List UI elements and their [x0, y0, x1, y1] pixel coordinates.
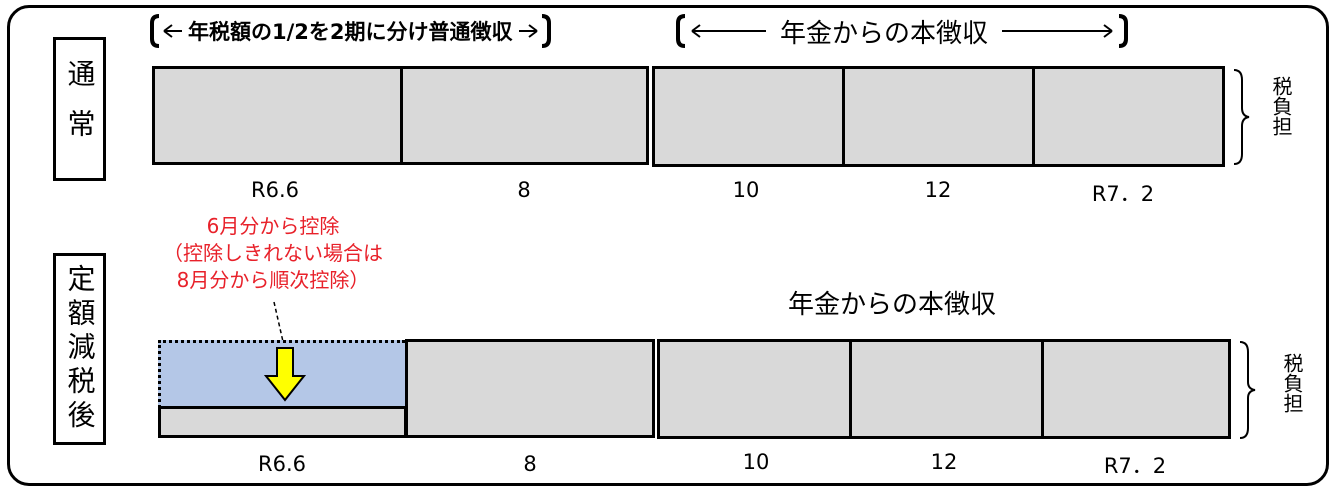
month-label: 8 — [523, 452, 537, 476]
left-bracket-icon — [676, 14, 686, 48]
month-label: 10 — [742, 450, 770, 474]
left-arrow-icon — [163, 24, 182, 38]
period-box-8 — [405, 339, 655, 438]
period-box-12 — [842, 66, 1035, 167]
month-label: R6.6 — [258, 452, 306, 476]
right-bracket-icon — [541, 14, 551, 48]
deduction-note-line: 6月分から控除 — [206, 214, 340, 238]
month-label: R6.6 — [251, 178, 299, 202]
right-arrow-icon — [1002, 24, 1113, 38]
header-normal-left-text: 年税額の1/2を2期に分け普通徴収 — [188, 20, 513, 44]
side-label-reduced-text: 定額減税後 — [63, 264, 97, 434]
header-normal-right-text: 年金からの本徴収 — [780, 18, 989, 49]
month-label: 8 — [517, 178, 531, 202]
right-bracket-icon — [1118, 14, 1129, 48]
left-arrow-icon — [691, 24, 766, 38]
month-label: R7．2 — [1091, 182, 1155, 206]
header-reduced-right: 年金からの本徴収 — [788, 284, 996, 321]
leader-line — [273, 301, 285, 347]
period-box-10 — [657, 339, 852, 439]
remaining-tax-box-r6-6 — [158, 406, 407, 438]
period-box-r7-2 — [1032, 66, 1225, 167]
tax-burden-label-reduced: 税負担 — [1280, 353, 1304, 413]
down-arrow-icon — [264, 347, 306, 402]
deduction-note: 6月分から控除 （控除しきれない場合は 8月分から順次控除） — [118, 213, 428, 294]
month-label: 12 — [924, 178, 952, 202]
month-label: 12 — [930, 450, 958, 474]
period-box-10 — [652, 66, 845, 167]
deduction-note-line: （控除しきれない場合は — [163, 241, 383, 265]
right-arrow-icon — [518, 24, 538, 38]
month-label: 10 — [732, 178, 760, 202]
header-normal-right: 年金からの本徴収 — [674, 12, 1130, 50]
diagram-frame — [7, 5, 1329, 486]
side-label-normal-text: 通常 — [63, 59, 97, 159]
period-box-12 — [849, 339, 1044, 439]
right-brace-icon — [1239, 341, 1256, 439]
period-box-8 — [400, 66, 649, 165]
header-reduced-right-text: 年金からの本徴収 — [788, 290, 997, 320]
header-normal-left: 年税額の1/2を2期に分け普通徴収 — [148, 12, 553, 50]
month-label: R7．2 — [1103, 454, 1167, 478]
deduction-note-line: 8月分から順次控除） — [176, 268, 370, 292]
left-bracket-icon — [150, 14, 160, 48]
side-label-normal: 通常 — [53, 37, 106, 181]
period-box-r6-6 — [152, 66, 403, 165]
period-box-r7-2 — [1041, 339, 1231, 439]
right-brace-icon — [1233, 69, 1250, 165]
side-label-reduced: 定額減税後 — [53, 253, 106, 445]
tax-burden-label-normal: 税負担 — [1269, 76, 1293, 136]
